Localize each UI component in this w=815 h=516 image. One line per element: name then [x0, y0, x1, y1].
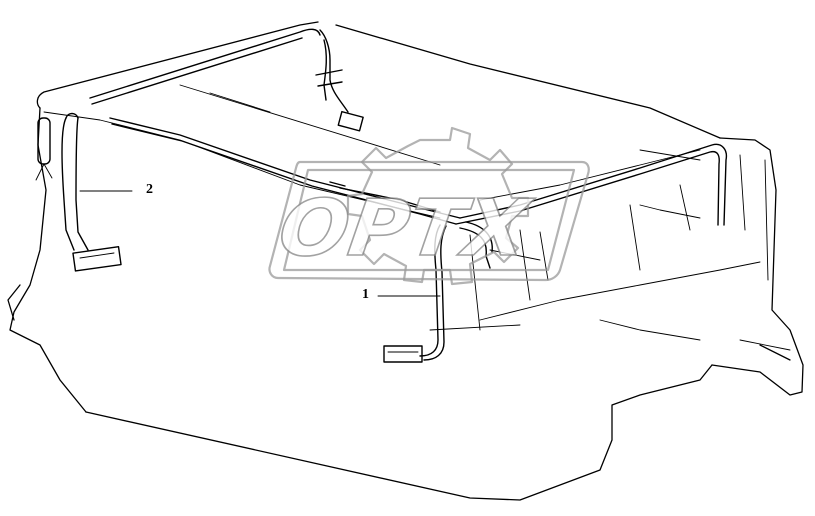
callout-label-2: 2: [146, 182, 153, 197]
watermark: OPTX: [268, 126, 590, 286]
watermark-text: OPTX: [274, 183, 538, 274]
wiring-harness-1: [89, 28, 728, 363]
callout-label-1: 1: [362, 287, 369, 302]
wiring-harness-2: [35, 112, 122, 272]
callout-leaders: [79, 190, 441, 297]
